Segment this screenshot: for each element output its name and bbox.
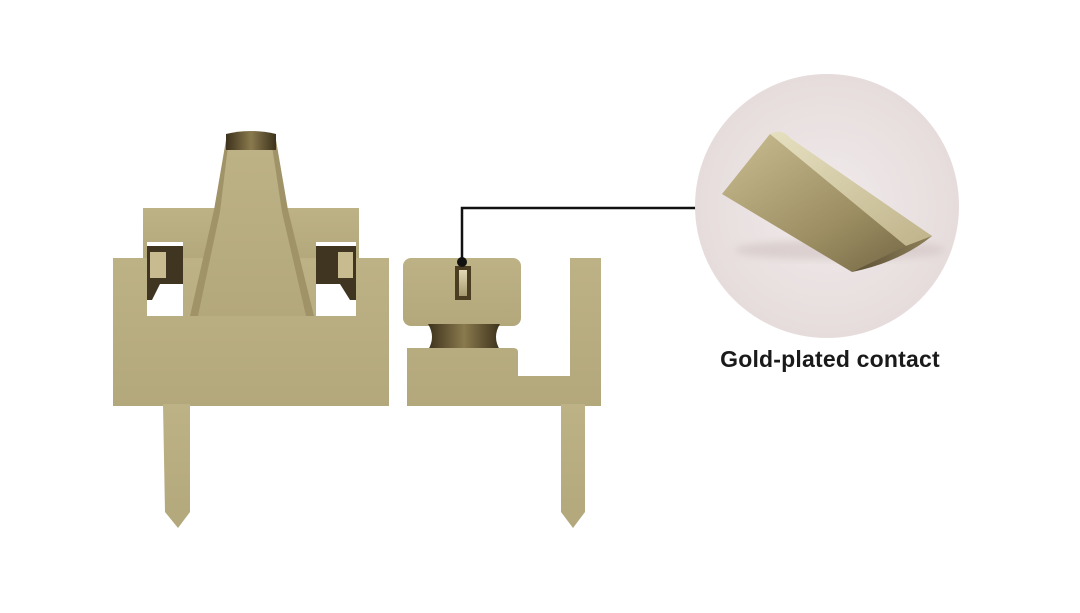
left-tongue [198, 146, 306, 316]
callout-leader [457, 206, 700, 267]
left-clip-shine-right [338, 252, 353, 278]
right-pin [561, 404, 585, 528]
left-connector-body [113, 131, 389, 528]
contact-detail-zoom [695, 74, 959, 338]
left-clip-shine-left [150, 252, 166, 278]
left-pin [163, 404, 190, 528]
wedge-end-face [852, 236, 932, 272]
right-contact-face [459, 270, 467, 296]
wedge-top-facet [770, 131, 932, 246]
wedge-body [722, 134, 932, 272]
left-tongue-top [226, 131, 276, 150]
right-spring-waist [428, 324, 500, 350]
callout-label: Gold-plated contact [720, 346, 940, 372]
leader-dot [457, 257, 467, 267]
right-connector-body [403, 258, 601, 528]
right-lower-block [407, 258, 601, 406]
